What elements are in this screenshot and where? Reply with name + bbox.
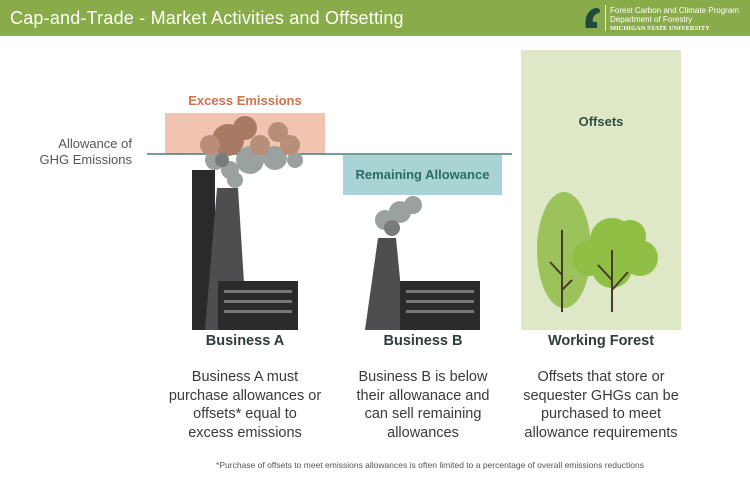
desc-line: purchased to meet [540,406,662,422]
factory-building-a [218,281,298,330]
factory-windows-a [224,290,292,313]
desc-line: allowances [387,424,459,441]
logo-line-1: Forest Carbon and Climate Program [610,6,739,15]
page-title: Cap-and-Trade - Market Activities and Of… [10,8,404,28]
allowance-label: Allowance of GHG Emissions [20,136,132,168]
excess-emissions-label: Excess Emissions [188,93,302,108]
desc-line: their allowanace and [356,387,490,404]
smoke-cloud-a [200,116,303,188]
desc-line: Business A must [191,369,299,385]
desc-line: excess emissions [188,424,302,441]
smoke-cloud-b [375,196,422,236]
business-a-description: Business A must purchase allowances or o… [160,368,330,442]
working-forest-description: Offsets that store or sequester GHGs can… [516,368,686,442]
business-b-description: Business B is below their allowanace and… [338,368,508,442]
tree-bushy [572,218,658,312]
smokestack-b [365,238,405,330]
remaining-allowance-label: Remaining Allowance [355,167,490,182]
desc-line: sequester GHGs can be [523,387,679,404]
desc-line: can sell remaining [364,406,482,422]
logo-line-2: Department of Forestry [610,15,693,24]
business-b-title: Business B [383,333,463,349]
desc-line: allowance requirements [524,424,678,441]
remaining-allowance-box [343,155,502,195]
factory-windows-b [406,290,474,313]
desc-line: Offsets that store or [537,369,665,385]
working-forest-title: Working Forest [547,333,655,349]
desc-line: purchase allowances or [168,387,322,404]
logo-line-3: MICHIGAN STATE UNIVERSITY [610,25,710,32]
business-a-title: Business A [205,333,285,349]
msu-logo-text: Forest Carbon and Climate Program Depart… [610,6,739,33]
spartan-helmet-icon [585,8,600,28]
logo-divider [605,5,606,31]
factory-building-b [400,281,480,330]
desc-line: offsets* equal to [193,406,297,422]
allowance-label-line: Allowance of [58,136,132,151]
offsets-label: Offsets [578,114,624,129]
footnote: *Purchase of offsets to meet emissions a… [216,460,644,470]
header-bar: Cap-and-Trade - Market Activities and Of… [0,0,750,36]
desc-line: Business B is below [358,369,488,385]
tree-tall [537,192,591,312]
illustration [147,116,658,330]
allowance-label-line: GHG Emissions [39,152,132,167]
